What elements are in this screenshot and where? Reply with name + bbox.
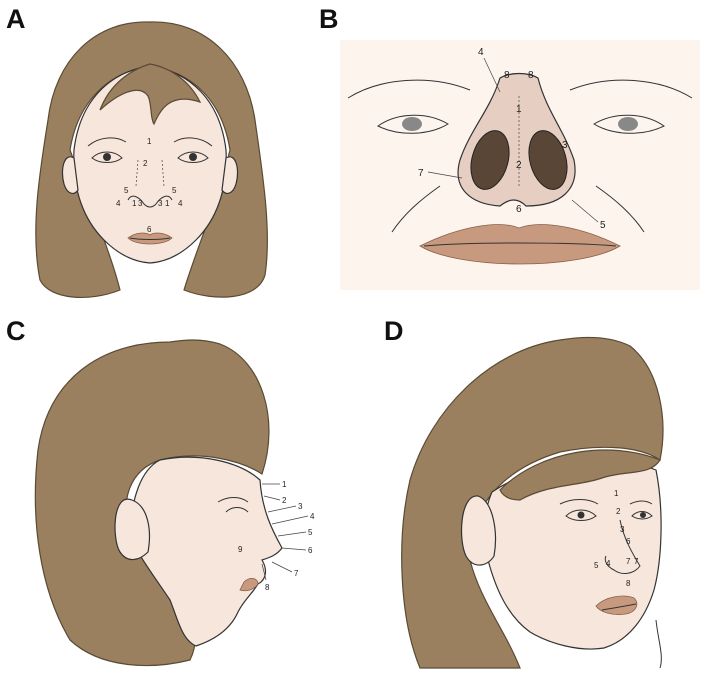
- panel-d-label: 7: [634, 557, 639, 566]
- panel-c-label: 6: [308, 546, 313, 555]
- panel-d-label: 4: [606, 559, 611, 568]
- panel-c-label: 8: [265, 583, 270, 592]
- panel-a-label: 1: [132, 199, 137, 208]
- panel-c-label: 7: [294, 569, 299, 578]
- panel-d-label: 3: [620, 525, 625, 534]
- panel-b-nasal-base: 4 8 8 1 3 2 7 6 5: [340, 40, 700, 290]
- panel-a-label: 2: [143, 159, 148, 168]
- panel-d-label: 1: [614, 489, 619, 498]
- panel-a-label: 4: [116, 199, 121, 208]
- panel-a-label: 3: [158, 199, 163, 208]
- panel-b-label: 8: [528, 70, 534, 81]
- panel-d-label: 7: [626, 557, 631, 566]
- panel-b-label: 3: [562, 140, 568, 151]
- panel-d-neck-line: [656, 620, 661, 668]
- panel-d-label: 6: [626, 537, 631, 546]
- panel-d-label: 5: [594, 561, 599, 570]
- panel-b-label: 1: [516, 104, 522, 115]
- panel-b-label: 4: [478, 47, 484, 58]
- panel-b-label: 8: [504, 70, 510, 81]
- panel-a-label: 1: [147, 137, 152, 146]
- panel-b-label: 5: [600, 220, 606, 231]
- panel-a-label: 4: [178, 199, 183, 208]
- panel-c-label: 1: [282, 480, 287, 489]
- panel-a-frontal-face: 1 2 5 5 4 1 3 3 1 4 6: [36, 22, 268, 297]
- panel-d-label: 8: [626, 579, 631, 588]
- panel-a-label: 5: [172, 186, 177, 195]
- panel-c-label: 4: [310, 512, 315, 521]
- panel-a-label: 6: [147, 225, 152, 234]
- panel-d-label: 2: [616, 507, 621, 516]
- panel-c-label: 3: [298, 502, 303, 511]
- panel-c-profile-face: 1 2 3 4 5 6 7 8 9: [35, 340, 315, 665]
- panel-a-label: 1: [165, 199, 170, 208]
- panel-c-label: 5: [308, 528, 313, 537]
- panel-b-label: 2: [516, 160, 522, 171]
- panel-d-oblique-face: 1 2 3 6 5 4 7 7 8: [402, 338, 663, 668]
- panel-b-label: 6: [516, 204, 522, 215]
- panel-b-label: 7: [418, 168, 424, 179]
- panel-c-label: 2: [282, 496, 287, 505]
- panel-a-label: 5: [124, 186, 129, 195]
- panel-c-label: 9: [238, 545, 243, 554]
- panel-a-label: 3: [138, 199, 143, 208]
